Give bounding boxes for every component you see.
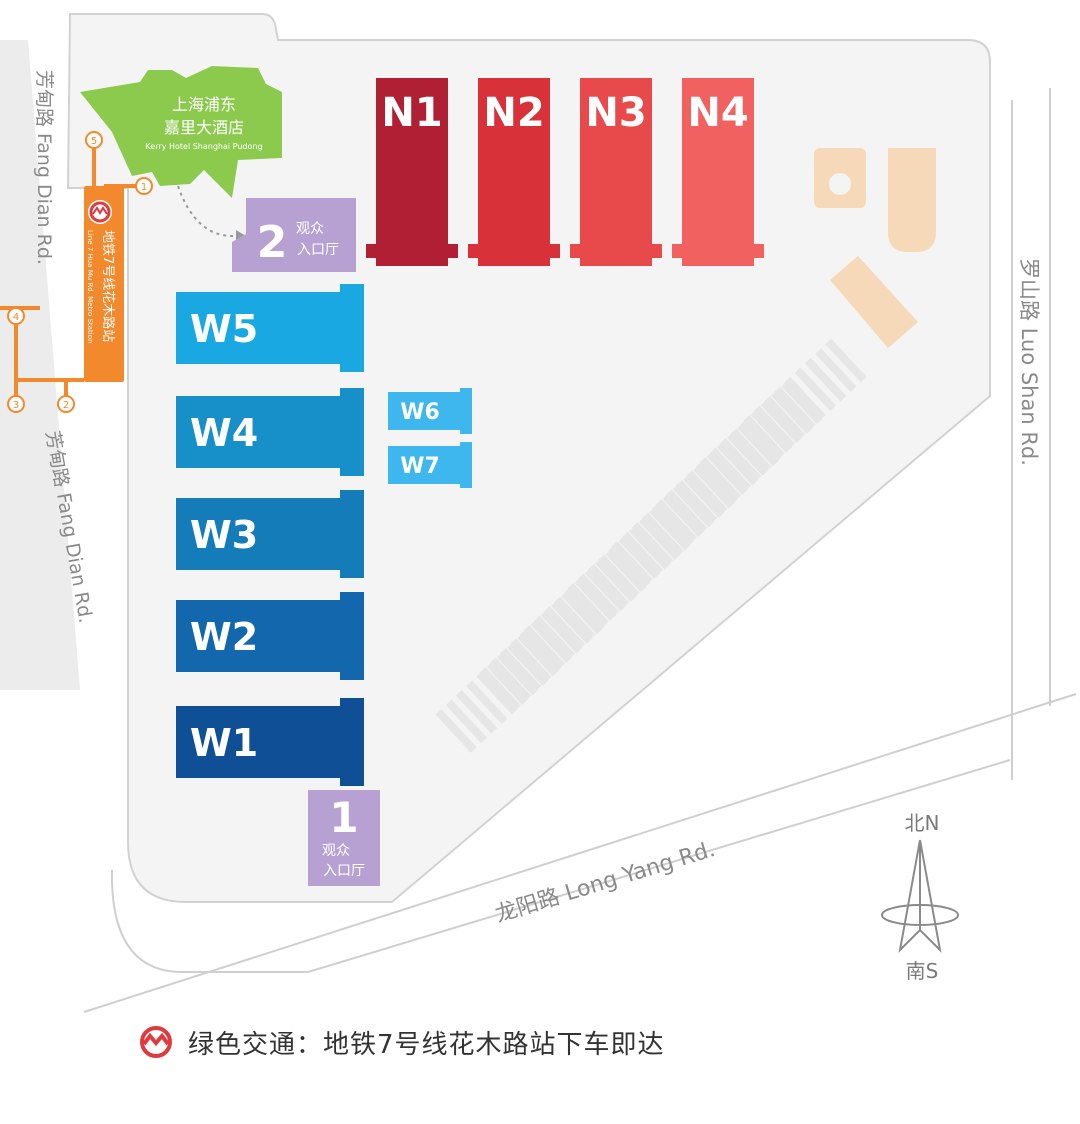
metro-exit-5: 5 — [91, 136, 97, 147]
long-yang-road-line — [110, 759, 1011, 973]
hall-n2[interactable]: N2 — [468, 78, 560, 266]
parking-block — [567, 506, 691, 627]
metro-exit-4: 4 — [13, 312, 19, 323]
hall-w7[interactable]: W7 — [388, 442, 472, 488]
hotel-name-cn-line1: 上海浦东 — [172, 95, 236, 114]
hotel-name-cn-line2: 嘉里大酒店 — [164, 118, 244, 137]
metro-logo-icon — [140, 1026, 172, 1058]
hall-label: W2 — [190, 615, 258, 659]
hall-label: W1 — [190, 721, 258, 765]
hall-w6[interactable]: W6 — [388, 388, 472, 434]
parking-block — [523, 548, 647, 669]
parking-area — [435, 338, 867, 753]
hall-n1[interactable]: N1 — [366, 78, 458, 266]
hall-label: N1 — [381, 90, 442, 136]
metro-exit-3: 3 — [13, 400, 19, 411]
parking-block — [655, 422, 779, 543]
parking-block — [743, 338, 867, 459]
entrance-2-number: 2 — [257, 217, 288, 268]
footer: 绿色交通：地铁7号线花木路站下车即达 — [138, 1022, 665, 1062]
compass-icon — [881, 839, 959, 953]
road-label-long-yang: 龙阳路 Long Yang Rd. — [492, 837, 718, 928]
compass-south: 南S — [906, 959, 939, 983]
hall-label: N3 — [585, 90, 646, 136]
metro-exit-2: 2 — [63, 400, 69, 411]
entrance-1-line2: 入口厅 — [323, 863, 365, 879]
hall-label: W7 — [400, 454, 440, 479]
beige-buildings — [814, 148, 936, 348]
parking-block — [435, 632, 559, 753]
hall-w1[interactable]: W1 — [176, 698, 364, 786]
north-halls: N1 N2 N3 N4 — [366, 78, 764, 266]
hall-label: W3 — [190, 513, 258, 557]
footer-text: 绿色交通：地铁7号线花木路站下车即达 — [188, 1029, 665, 1060]
metro-exit: 5 1 2 3 4 — [7, 131, 153, 413]
hall-label: N2 — [483, 90, 544, 136]
entrance-2-line2: 入口厅 — [297, 242, 339, 258]
compass-north: 北N — [905, 811, 940, 835]
fang-dian-road-area — [0, 40, 80, 690]
long-yang-road-line — [83, 693, 1077, 1013]
hall-w2[interactable]: W2 — [176, 592, 364, 680]
hall-w5[interactable]: W5 — [176, 284, 364, 372]
parking-block — [699, 380, 823, 501]
road-label-fang-dian-top: 芳甸路 Fang Dian Rd. — [33, 70, 55, 265]
metro-exit-1: 1 — [141, 182, 147, 193]
entrance-1[interactable]: 1 观众 入口厅 — [308, 790, 380, 886]
entrance-2-line1: 观众 — [296, 221, 324, 237]
parking-block — [611, 464, 735, 585]
kerry-hotel — [80, 66, 282, 198]
entrance-2[interactable]: 2 观众 入口厅 — [232, 198, 356, 272]
hall-label: W6 — [400, 400, 440, 425]
road-label-luo-shan: 罗山路 Luo Shan Rd. — [1017, 258, 1041, 466]
entrance-1-number: 1 — [329, 793, 358, 842]
hall-n3[interactable]: N3 — [570, 78, 662, 266]
hall-label: N4 — [687, 90, 748, 136]
entrance-1-line1: 观众 — [322, 843, 350, 859]
hall-w3[interactable]: W3 — [176, 490, 364, 578]
hotel-name-en: Kerry Hotel Shanghai Pudong — [145, 142, 262, 151]
metro-station-en: Line 7 Hua Mu Rd. Metro Station — [86, 230, 94, 343]
metro-station-cn: 地铁7号线花木路站 — [100, 230, 116, 342]
hall-n4[interactable]: N4 — [672, 78, 764, 266]
hall-w4[interactable]: W4 — [176, 388, 364, 476]
parking-block — [479, 590, 603, 711]
hall-label: W4 — [190, 411, 258, 455]
hall-label: W5 — [190, 307, 258, 351]
